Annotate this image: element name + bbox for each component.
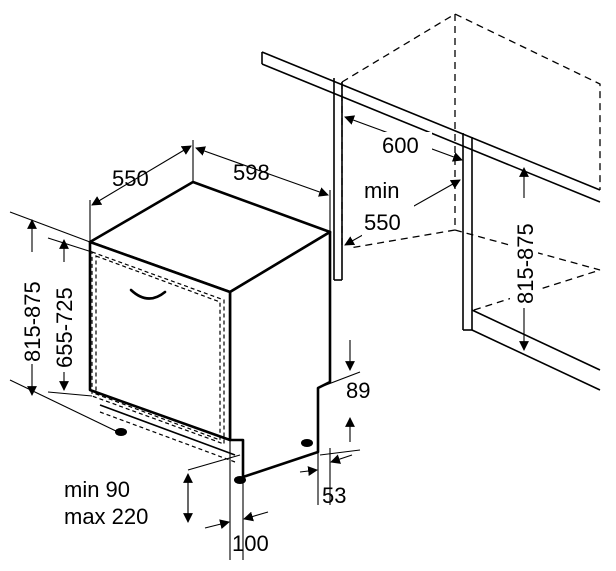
niche-right-panel [462,133,473,331]
toe-max-label: max 220 [64,504,148,529]
niche-depth-550-label: 550 [364,210,401,235]
height-left-label: 815-875 [20,281,45,362]
niche-outline-dashed [341,13,601,311]
front-foot-right [234,476,246,484]
depth-550-label: 550 [112,166,149,191]
dim-depth-550: 550 [89,140,194,242]
door-handle [129,288,167,300]
niche-left-panel [333,78,343,281]
plinth-depth-53-label: 53 [322,483,346,508]
dim-niche-height-right: 815-875 [510,167,538,351]
dim-niche-width-600: 600 [344,115,463,162]
dim-plinth-89: 89 [317,340,370,456]
dim-niche-depth-min-550: min 550 [344,178,461,246]
dim-height-left: 815-875 [9,211,119,433]
dim-door-height: 655-725 [47,237,93,397]
worktop [261,51,601,203]
door-panel-outline [91,251,225,445]
niche-height-right-label: 815-875 [513,223,538,304]
dim-toe-kick: min 90 max 220 [64,454,241,529]
foot-offset-100-label: 100 [232,531,269,556]
width-598-label: 598 [233,160,270,185]
rear-foot [301,439,313,447]
floor-line [471,309,601,391]
dim-plinth-depth-53: 53 [299,448,353,508]
plinth-89-label: 89 [346,378,370,403]
plinth-line [99,404,236,456]
toe-min-label: min 90 [64,477,130,502]
door-height-label: 655-725 [52,287,77,368]
front-foot-left [115,428,127,436]
dim-width-598: 598 [195,146,331,232]
niche-depth-min-label: min [364,178,399,203]
niche-width-600-label: 600 [382,133,419,158]
dim-foot-offset-100: 100 [204,440,269,560]
dishwasher-body [88,180,332,484]
